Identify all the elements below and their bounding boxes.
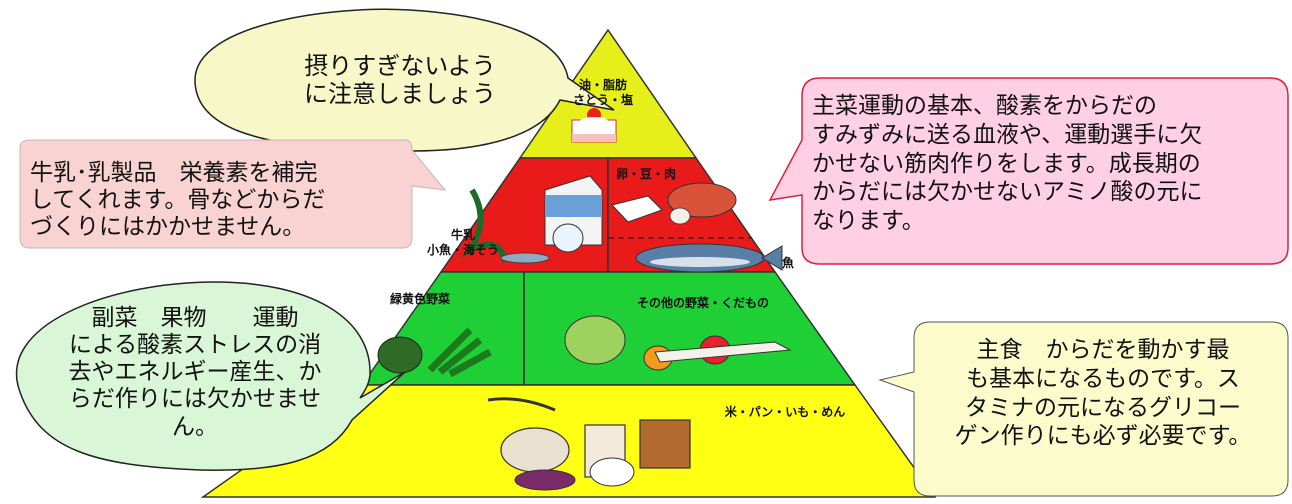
cake-illustration	[571, 108, 617, 143]
callout-fats-text: 摂りすぎないよう に注意しましょう	[304, 52, 496, 109]
callout-main-dish-text: 主菜運動の基本、酸素をからだの すみずみに送る血液や、運動選手に欠 かせない筋肉…	[812, 93, 1203, 234]
callout-side-dish-text: 副菜 果物 運動 による酸素ストレスの消 去やエネルギー産生、か らだ作りには欠…	[68, 305, 322, 440]
callout-side-dish	[15, 281, 406, 471]
tier-dairy-label: 牛乳 小魚・海そう	[426, 228, 499, 257]
tier-other-veg-label: その他の野菜・くだもの	[636, 296, 769, 310]
tier-top-label: 油・脂肪 さとう・塩	[572, 78, 633, 107]
vegetables-illustration	[377, 315, 792, 378]
tier-protein-label: 卵・豆・肉	[615, 167, 676, 181]
tier-fish-label: 魚	[781, 256, 794, 270]
staples-illustration	[487, 397, 691, 491]
milk-carton-illustration	[461, 175, 603, 264]
callout-staple	[878, 321, 1289, 497]
protein-illustration	[611, 182, 783, 273]
callout-dairy-text: 牛乳･乳製品 栄養素を補完 してくれます。骨などからだ づくりにはかかせません。	[30, 160, 326, 241]
callout-main-dish	[768, 77, 1289, 265]
tier-staple-label: 米・パン・いも・めん	[724, 405, 846, 419]
callout-staple-text: 主食 からだを動かす最 も基本になるものです。ス タミナの元になるグリコー ゲン…	[954, 337, 1252, 450]
callout-dairy	[19, 139, 447, 249]
tier-green-veg-label: 緑黄色野菜	[389, 292, 450, 306]
